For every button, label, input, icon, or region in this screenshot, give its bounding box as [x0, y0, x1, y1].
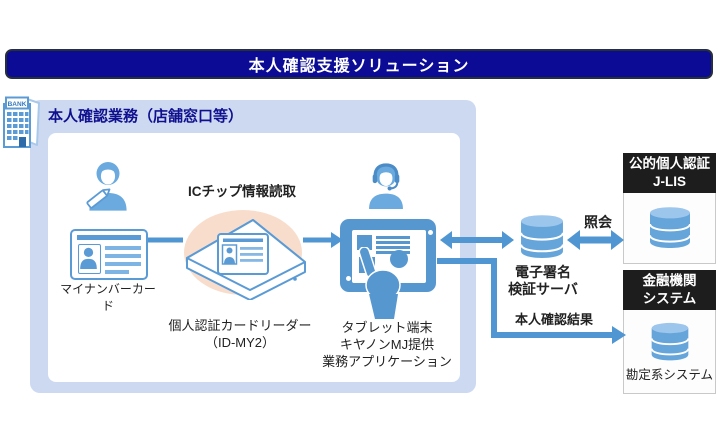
screen-button — [390, 250, 408, 268]
inquiry-label: 照会 — [584, 214, 612, 230]
operator-with-headset-icon — [369, 163, 403, 209]
jlis-database-icon — [648, 207, 691, 248]
jlis-box: 公的個人認証 J-LIS — [623, 153, 716, 264]
tablet-label: タブレット端末 キヤノンMJ提供 業務アプリケーション — [322, 320, 452, 369]
solution-banner: 本人確認支援ソリューション — [5, 49, 713, 79]
financial-system-header: 金融機関 システム — [623, 270, 716, 310]
signature-server-label: 電子署名 検証サーバ — [508, 264, 578, 297]
bank-windows — [7, 112, 29, 140]
ic-chip-read-label: ICチップ情報読取 — [188, 184, 296, 199]
bank-building-icon: BANK — [3, 96, 40, 148]
signature-server-database-icon — [519, 215, 565, 258]
core-banking-database-icon — [650, 322, 689, 361]
solution-title: 本人確認支援ソリューション — [248, 58, 470, 75]
clerk-with-pen-icon — [86, 162, 127, 211]
screen-block — [357, 235, 372, 250]
verification-work-title: 本人確認業務（店舗窓口等） — [48, 108, 244, 125]
mynumber-card-label: マイナンバーカード — [60, 282, 156, 313]
pencil-icon — [86, 188, 111, 209]
jlis-body — [623, 193, 716, 264]
bank-door — [19, 137, 26, 147]
tablet-camera-dot — [427, 230, 433, 235]
card-text-line — [105, 254, 141, 258]
card-photo — [78, 244, 101, 274]
card-text-line — [105, 262, 141, 266]
card-reader-label: 個人認証カードリーダー （ID-MY2） — [168, 318, 312, 350]
verification-result-label: 本人確認結果 — [514, 312, 593, 327]
screen-text-line — [376, 246, 410, 249]
card-text-line — [105, 246, 141, 250]
financial-system-box: 金融機関 システム 勘定系システム — [623, 270, 716, 394]
core-banking-label: 勘定系システム — [625, 368, 714, 382]
screen-text-line — [376, 241, 410, 244]
bank-sign-text: BANK — [8, 101, 27, 108]
jlis-header: 公的個人認証 J-LIS — [623, 153, 716, 193]
mynumber-card-icon — [70, 229, 148, 280]
card-reader-icon — [186, 219, 306, 300]
reader-card-on-top — [217, 233, 269, 275]
tablet-camera-dot — [346, 276, 351, 281]
screen-text-line — [376, 236, 410, 239]
pointing-hand-icon — [358, 247, 401, 319]
financial-system-body: 勘定系システム — [623, 310, 716, 394]
card-header-stripe — [77, 235, 141, 240]
card-text-line — [105, 270, 129, 274]
reader-led — [293, 277, 297, 281]
